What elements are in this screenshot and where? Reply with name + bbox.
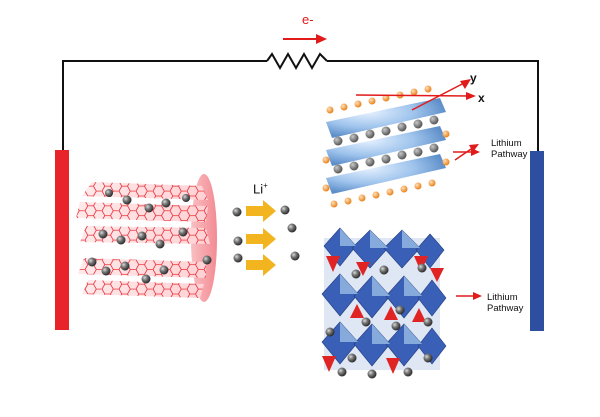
lithium-pathway-arrow-3d <box>456 292 482 300</box>
graphene-sheet-top <box>76 182 208 222</box>
lithium-pathway-label-bottom: Lithium Pathway <box>487 292 523 314</box>
ion-arrow <box>246 228 276 250</box>
axis-x-arrow <box>355 94 471 97</box>
pathway-top-line2: Pathway <box>491 149 528 160</box>
pathway-bottom-line1: Lithium <box>487 292 518 303</box>
pathway-top-line1: Lithium <box>491 138 522 149</box>
spinel-cathode-structure <box>321 227 447 379</box>
graphite-anode <box>76 174 217 302</box>
cathode-electrode <box>530 151 544 331</box>
layered-cathode-structure <box>322 85 450 208</box>
pathway-bottom-line2: Pathway <box>487 303 524 314</box>
lithium-pathway-arrow-2d <box>453 144 480 161</box>
axis-y-arrow <box>411 81 467 111</box>
external-circuit-wire <box>62 60 539 152</box>
intercalated-lithium-atoms <box>87 189 212 284</box>
lithium-pathway-label-top: Lithium Pathway <box>491 138 527 160</box>
axis-y-label: y <box>470 71 477 85</box>
crystal-axes <box>355 79 476 111</box>
anode-electrode <box>55 150 69 330</box>
electron-label: e- <box>302 12 314 27</box>
resistor-symbol <box>266 51 328 71</box>
axis-x-label: x <box>478 91 485 105</box>
lithium-ion-symbol: Li <box>253 181 264 197</box>
ion-arrow <box>246 200 276 222</box>
electron-flow-arrow <box>283 34 327 44</box>
ion-flow-arrows <box>246 200 276 276</box>
lithium-ion-charge: + <box>263 181 268 190</box>
free-lithium-ions <box>232 205 300 263</box>
lithium-ion-label: Li+ <box>253 181 268 196</box>
ion-arrow <box>246 254 276 276</box>
